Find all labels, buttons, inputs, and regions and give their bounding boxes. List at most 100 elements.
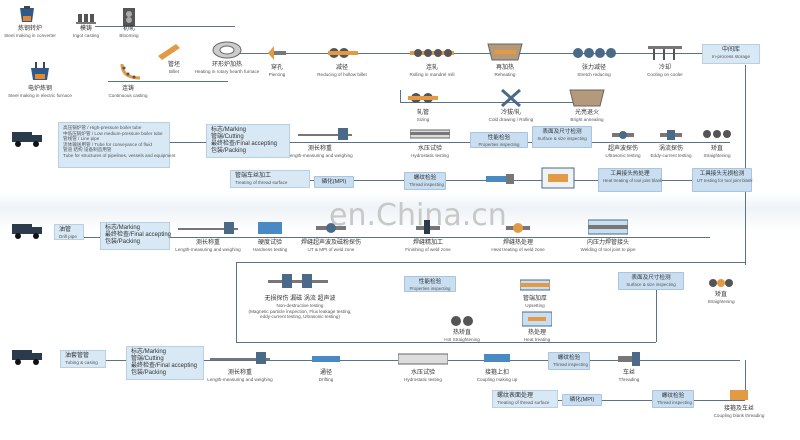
continuous-caster-icon xyxy=(120,63,141,80)
weighing-table-icon xyxy=(298,128,352,140)
truck-icon xyxy=(12,132,42,147)
drifting-icon xyxy=(312,356,340,362)
cooler-icon xyxy=(648,46,682,60)
weighing-table-icon xyxy=(178,222,238,234)
flow-line xyxy=(236,342,656,343)
upsetting-icon xyxy=(520,279,550,291)
ndt-equipment-icon xyxy=(268,274,328,288)
reheating-furnace-icon xyxy=(487,43,523,61)
rotary-furnace-icon xyxy=(212,41,242,59)
piercing-icon xyxy=(268,46,286,60)
mandrel-mill-icon xyxy=(410,49,454,57)
heat-treat-furnace-icon xyxy=(541,167,575,189)
flow-line xyxy=(745,65,746,265)
truck-icon xyxy=(12,224,42,239)
flow-line xyxy=(230,180,700,181)
coupling-machine-icon xyxy=(484,354,510,362)
flow-line xyxy=(230,53,710,54)
flow-line xyxy=(656,282,657,342)
straightening-icon xyxy=(703,130,731,138)
stretch-reducing-icon xyxy=(573,48,616,58)
thread-gauge-icon xyxy=(486,174,514,184)
weld-ndt-icon xyxy=(316,223,346,233)
reducing-icon xyxy=(328,48,358,58)
hardness-tester-icon xyxy=(258,222,282,234)
converter-icon xyxy=(20,6,34,22)
flow-line xyxy=(400,102,600,103)
hydrostatic-tester-icon xyxy=(410,129,450,139)
coupling-blank-icon xyxy=(730,390,748,400)
flow-line xyxy=(236,262,237,342)
phosphate-box-2: 磷化(MPI) xyxy=(562,394,602,406)
annealing-furnace-icon xyxy=(569,89,605,107)
hydro-tester-icon xyxy=(398,353,448,365)
sizing-mill-icon xyxy=(408,93,438,103)
flow-line xyxy=(745,360,746,400)
weld-heat-icon xyxy=(506,223,530,233)
flow-line xyxy=(70,237,710,238)
friction-welder-icon xyxy=(588,219,628,235)
flow-line xyxy=(555,400,745,401)
cold-drawing-icon xyxy=(501,88,521,108)
flow-line xyxy=(95,26,235,27)
flow-line xyxy=(400,90,401,102)
phosphate-box: 磷化(MPI) xyxy=(314,176,354,188)
heat-treat-icon xyxy=(522,311,552,327)
flow-line xyxy=(108,81,228,82)
ingot-mould-icon xyxy=(76,14,96,24)
eddy-current-icon xyxy=(660,130,682,140)
weld-finishing-icon xyxy=(416,220,440,234)
weighing-table-icon xyxy=(210,352,270,364)
